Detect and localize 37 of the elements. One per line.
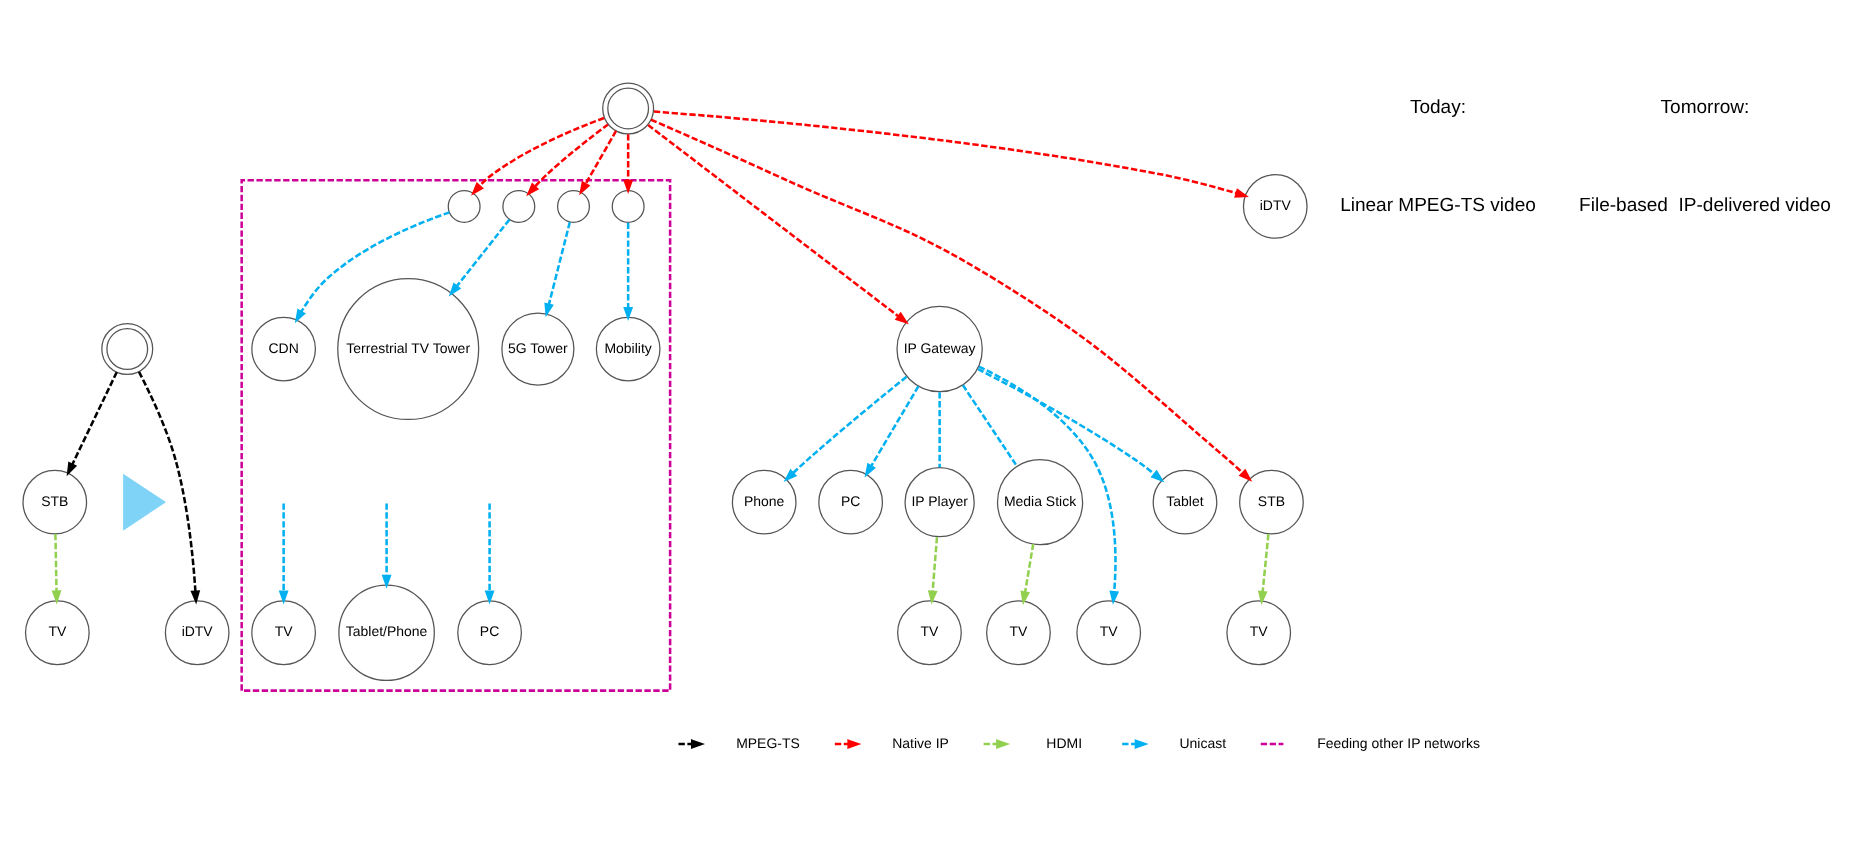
arrow xyxy=(448,217,511,296)
node-circle xyxy=(611,188,645,222)
arrow xyxy=(66,370,118,476)
arrow xyxy=(783,374,908,481)
arrow xyxy=(653,109,1249,197)
arrow xyxy=(864,384,920,477)
connector xyxy=(938,391,941,467)
arrow xyxy=(1257,532,1270,604)
node-circle xyxy=(502,188,536,222)
arrow xyxy=(294,210,450,323)
arrow xyxy=(1020,542,1035,605)
node-triangle xyxy=(123,472,166,530)
arrow xyxy=(623,221,634,320)
arrow xyxy=(650,117,1253,481)
arrow xyxy=(544,220,572,317)
arrow xyxy=(526,122,609,196)
arrow xyxy=(137,370,201,604)
connector xyxy=(961,383,1018,466)
label: Linear MPEG-TS video xyxy=(1340,193,1536,216)
arrow xyxy=(579,129,618,195)
label: File-based IP-delivered video xyxy=(1579,193,1831,216)
arrow xyxy=(647,123,909,324)
arrow xyxy=(623,133,634,194)
arrow xyxy=(978,364,1120,604)
label: Today: xyxy=(1409,95,1467,118)
arrow xyxy=(977,367,1165,482)
node-circle xyxy=(556,188,590,222)
arrow xyxy=(484,502,495,604)
node-picture xyxy=(101,322,154,375)
node-picture xyxy=(602,81,655,134)
arrow xyxy=(278,502,289,604)
arrow xyxy=(381,502,392,588)
arrow xyxy=(51,533,62,604)
arrow xyxy=(927,535,939,604)
node-circle xyxy=(447,188,481,222)
arrow xyxy=(471,115,605,195)
label: Tomorrow: xyxy=(1660,95,1750,118)
